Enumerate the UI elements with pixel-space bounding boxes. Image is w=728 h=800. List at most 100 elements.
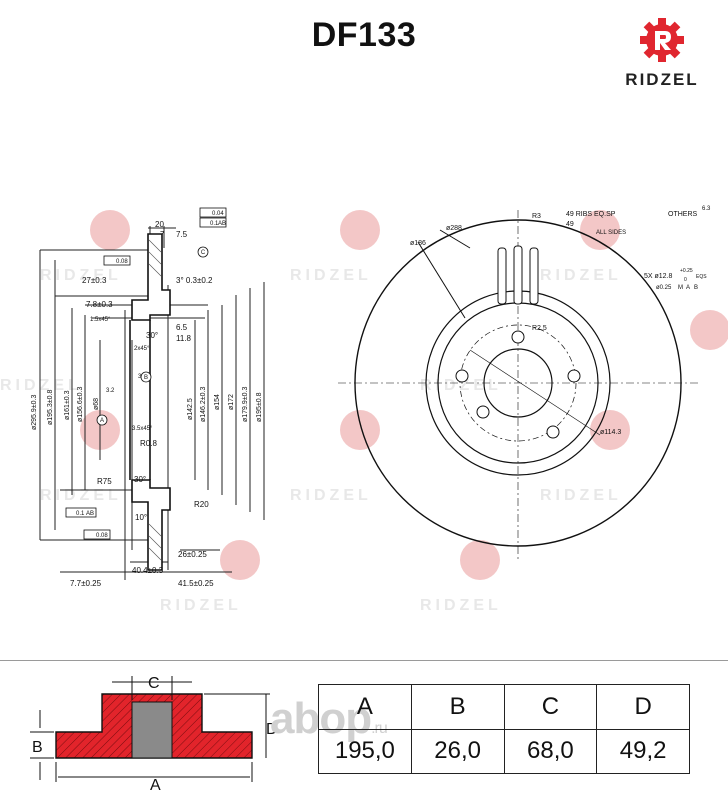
face-label: 6.3 — [702, 206, 711, 212]
dim-d-label: D — [266, 721, 278, 738]
ridzel-gear-icon — [640, 18, 684, 62]
cooling-ribs — [497, 245, 539, 305]
face-label: ALL SIDES — [596, 230, 626, 236]
watermark-texts: RIDZEL RIDZEL RIDZEL RIDZEL RIDZEL RIDZE… — [0, 267, 622, 614]
dim-label: 7.5 — [176, 230, 188, 239]
watermark-logos — [80, 210, 728, 580]
dim-label: 7.8±0.3 — [86, 300, 113, 309]
diameter-label: ø179.9±0.3 — [242, 387, 249, 422]
diameter-label: ø195.3±0.8 — [47, 390, 54, 425]
table-row: A B C D — [318, 684, 690, 730]
brand-name: RIDZEL — [625, 70, 699, 89]
dim-b-label: B — [32, 739, 43, 756]
dim-label: 11.8 — [176, 334, 192, 343]
diameter-label: ø142.5 — [187, 398, 194, 420]
table-header-a: A — [318, 684, 412, 730]
part-number-title: DF133 — [311, 16, 417, 54]
datum-markers — [96, 246, 209, 426]
table-value-c: 68,0 — [503, 728, 598, 774]
table-header-b: B — [410, 684, 505, 730]
datum-label: C — [201, 250, 206, 256]
diameter-label: ø146.2±0.3 — [200, 387, 207, 422]
dim-label: 6.5 — [176, 323, 188, 332]
dim-label: R20 — [194, 500, 209, 509]
diameter-label: ø156.6±0.3 — [77, 387, 84, 422]
face-label: 49 — [566, 221, 574, 228]
table-row: 195,0 26,0 68,0 49,2 — [318, 728, 690, 774]
dim-label: 7 — [160, 230, 165, 239]
tolerance-frames — [65, 207, 227, 540]
diameter-label: ø161±0.3 — [64, 390, 71, 420]
section-hatch — [148, 239, 162, 561]
section-divider — [0, 660, 728, 661]
datum-labels: A B C — [100, 250, 206, 424]
datum-label: B — [144, 375, 148, 381]
diameter-label: ø195±0.8 — [256, 392, 263, 422]
rotor-schematic: A B C D — [30, 675, 278, 794]
face-label: ø0.25 — [656, 285, 672, 291]
tolerance-labels: 0.04 0.1 AB 0.08 0.1 AB 0.08 — [76, 211, 226, 539]
face-label: +0.25 — [680, 268, 693, 274]
dim-label: 41.5±0.25 — [178, 579, 214, 588]
face-label: R2.5 — [532, 325, 547, 332]
watermark-text: RIDZEL — [40, 487, 122, 504]
diameter-label: ø295.9±0.3 — [31, 395, 38, 430]
dim-label: 27±0.3 — [82, 276, 107, 285]
hub-bore — [131, 701, 173, 759]
dim-label: 40.4±0.3 — [132, 566, 164, 575]
face-label: ø288 — [446, 225, 462, 232]
face-label: M — [678, 285, 683, 291]
tolerance-datum: AB — [218, 221, 226, 227]
schematic-dimensions — [30, 676, 270, 782]
section-view — [39, 226, 265, 580]
brand-logo: RIDZEL — [612, 12, 712, 92]
dim-label: 3.2 — [106, 388, 115, 394]
diameter-label: ø154 — [214, 394, 221, 410]
tolerance-value: 0.04 — [212, 211, 224, 217]
dim-label: 30° — [134, 475, 146, 484]
tolerance-value: 0.1 — [76, 511, 85, 517]
dim-label: R75 — [97, 477, 112, 486]
dim-label: R0.8 — [140, 439, 157, 448]
face-label: EQS — [696, 274, 707, 280]
face-label: 0 — [684, 277, 687, 283]
watermark-text: RIDZEL — [420, 597, 502, 614]
face-label: OTHERS — [668, 211, 698, 218]
schematic-labels: A B C D — [32, 675, 278, 794]
bolt-holes — [455, 330, 581, 439]
tolerance-value: 0.1 — [210, 221, 219, 227]
spec-table: A B C D 195,0 26,0 68,0 49,2 — [318, 684, 690, 774]
face-label: 49 RIBS EQ.SP — [566, 211, 616, 218]
tolerance-value: 0.08 — [116, 259, 128, 265]
section-diameter-labels: ø295.9±0.3 ø195.3±0.8 ø161±0.3 ø156.6±0.… — [31, 387, 263, 430]
face-label: ø186 — [410, 240, 426, 247]
watermark-text: RIDZEL — [290, 267, 372, 284]
watermark-text: RIDZEL — [420, 377, 502, 394]
table-value-b: 26,0 — [410, 728, 505, 774]
section-dim-labels: 20 7 7.5 27±0.3 3° 0.3±0.2 7.8±0.3 6.5 1… — [70, 220, 214, 588]
diameter-label: ø68 — [93, 398, 100, 410]
dim-label: 3.5x45° — [132, 426, 153, 432]
face-label: A — [686, 285, 690, 291]
dim-label: 3° 0.3±0.2 — [176, 276, 213, 285]
dim-label: 30° — [146, 331, 158, 340]
table-value-d: 49,2 — [596, 728, 690, 774]
datum-label: A — [100, 418, 104, 424]
face-label: 5X ø12.8 — [644, 273, 673, 280]
dim-label: 10° — [135, 513, 147, 522]
watermark-text: RIDZEL — [160, 597, 242, 614]
dim-label: 1.5x45° — [90, 317, 111, 323]
technical-drawing: RIDZEL RIDZEL RIDZEL RIDZEL RIDZEL RIDZE… — [0, 206, 728, 614]
tolerance-value: 0.08 — [96, 533, 108, 539]
face-labels: ø288 ø186 R3 49 RIBS EQ.SP 49 ALL SIDES … — [410, 206, 711, 436]
watermark-text: RIDZEL — [40, 267, 122, 284]
watermark-text: RIDZEL — [0, 377, 82, 394]
dim-c-label: C — [148, 675, 160, 692]
face-label: B — [694, 285, 698, 291]
dim-label: 2x45° — [134, 346, 150, 352]
watermark-text: RIDZEL — [540, 487, 622, 504]
tolerance-datum: AB — [86, 511, 94, 517]
face-label: R3 — [532, 213, 541, 220]
table-header-d: D — [596, 684, 690, 730]
dim-label: 26±0.25 — [178, 550, 207, 559]
